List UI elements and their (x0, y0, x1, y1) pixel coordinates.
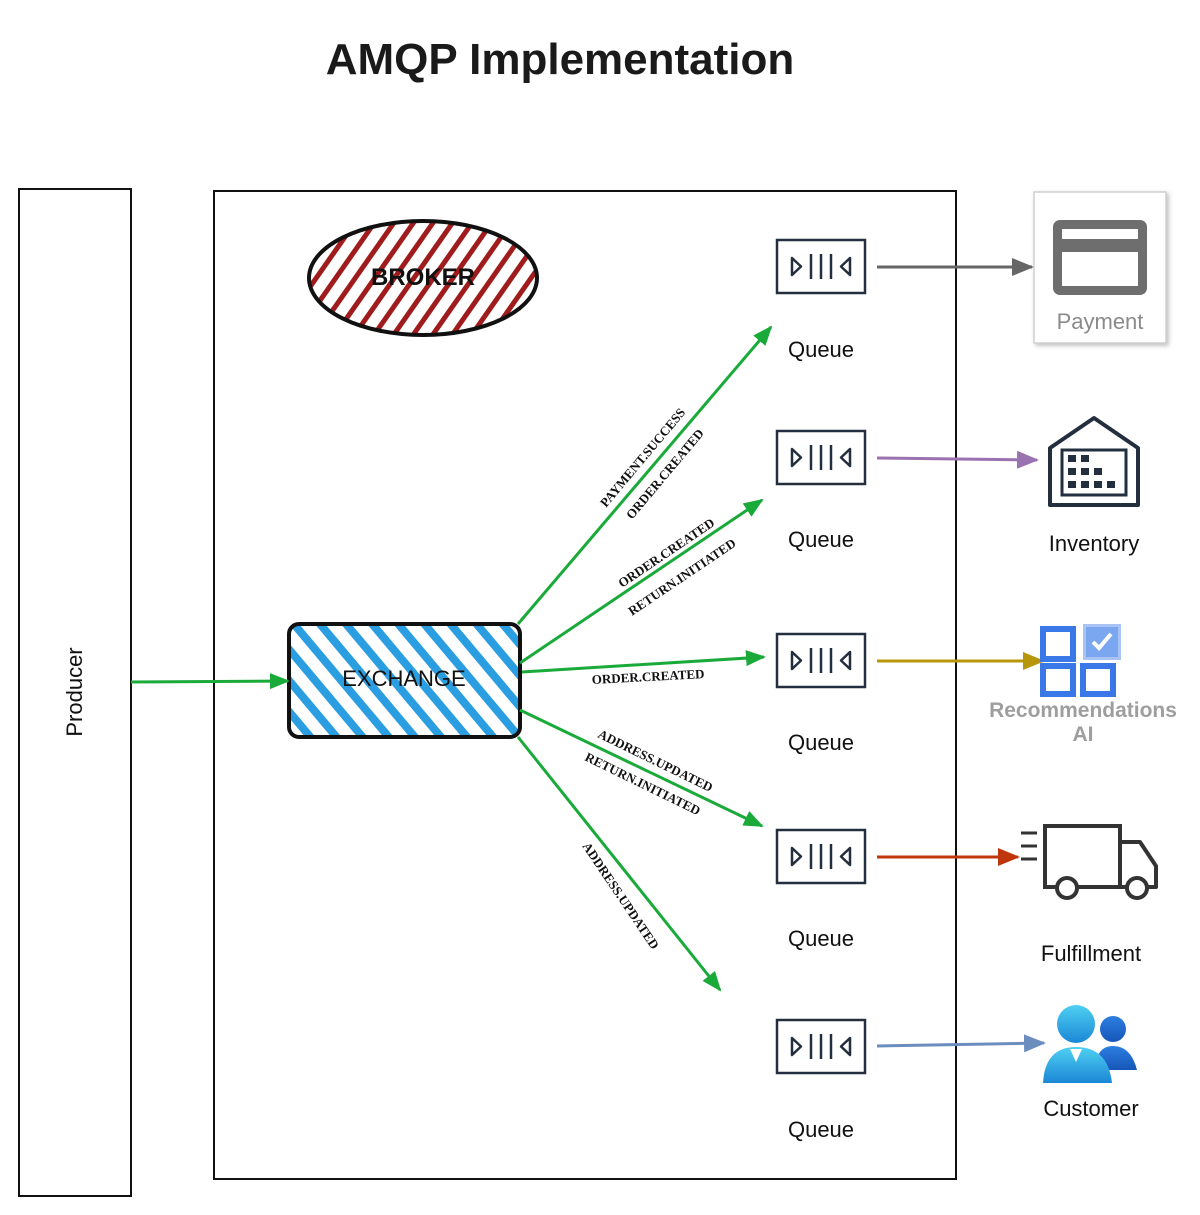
inventory-service: Inventory (1048, 416, 1140, 556)
queue-label: Queue (788, 337, 854, 362)
broker-ellipse: BROKER (307, 219, 539, 337)
producer-to-exchange-arrow (130, 673, 290, 690)
queue-icon (775, 1018, 867, 1075)
credit-card-icon (1053, 220, 1147, 295)
routing-key-q5-a: ADDRESS.UPDATED (580, 839, 663, 952)
users-icon (1043, 1005, 1137, 1083)
route-arrow-q2 (519, 498, 764, 665)
routing-key-q3-a: ORDER.CREATED (591, 666, 704, 687)
queue-3: Queue (775, 632, 867, 755)
broker-label: BROKER (371, 264, 475, 291)
queue-label: Queue (788, 1117, 854, 1142)
queue-label: Queue (788, 926, 854, 951)
queue-icon (775, 828, 867, 885)
route-arrow-q1 (516, 325, 773, 625)
arrow-to-customer (876, 1034, 1046, 1053)
warehouse-icon (1048, 416, 1140, 507)
queue-5: Queue (775, 1018, 867, 1142)
payment-service: Payment (1033, 191, 1167, 344)
inventory-label: Inventory (1049, 531, 1140, 556)
queue-label: Queue (788, 527, 854, 552)
queue-1: Queue (775, 238, 867, 362)
producer-box: Producer (18, 188, 132, 1197)
recommendations-label-line1: Recommendations (989, 699, 1177, 722)
ai-grid-icon (1040, 624, 1121, 697)
fulfillment-service: Fulfillment (1021, 824, 1158, 966)
customer-label: Customer (1043, 1096, 1138, 1121)
exchange-box: EXCHANGE (287, 622, 522, 739)
queue-2: Queue (775, 429, 867, 552)
page-title: AMQP Implementation (326, 35, 795, 84)
recommendations-service: Recommendations AI (989, 624, 1177, 746)
queue-label: Queue (788, 730, 854, 755)
exchange-label: EXCHANGE (342, 666, 465, 691)
queue-4: Queue (775, 828, 867, 951)
queue-icon (775, 238, 867, 295)
customer-service: Customer (1043, 1005, 1139, 1121)
payment-label: Payment (1057, 309, 1144, 334)
truck-icon (1021, 824, 1158, 900)
producer-label: Producer (62, 647, 87, 736)
route-arrow-q5 (516, 736, 722, 992)
broker-container (213, 190, 957, 1180)
route-arrow-q3 (521, 650, 766, 674)
queue-icon (775, 429, 867, 486)
recommendations-label-line2: AI (1073, 723, 1094, 746)
fulfillment-label: Fulfillment (1041, 941, 1141, 966)
arrow-to-inventory (876, 450, 1039, 469)
route-arrow-q4 (519, 708, 764, 828)
queue-icon (775, 632, 867, 689)
